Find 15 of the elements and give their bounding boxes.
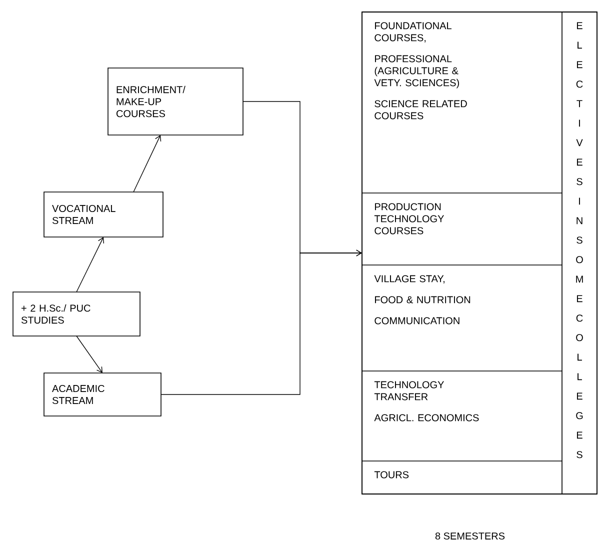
arrow [76, 237, 104, 292]
course-cell: PRODUCTION TECHNOLOGY COURSES [362, 192, 562, 266]
course-cell: TECHNOLOGY TRANSFER AGRICL. ECONOMICS [362, 370, 562, 462]
stream-box: VOCATIONAL STREAM [44, 192, 164, 238]
course-cell: FOUNDATIONAL COURSES, PROFESSIONAL (AGRICULTURE & VETY. SCIENCES) SCIENCE RELATED COURSES [362, 12, 562, 194]
stream-box: ENRICHMENT/ MAKE-UP COURSES [108, 68, 244, 136]
electives-column: ELECTIVES IN SOME COLLEGES [562, 12, 598, 494]
arrow [133, 135, 162, 192]
stream-box: + 2 H.Sc./ PUC STUDIES [12, 292, 140, 336]
course-cell: VILLAGE STAY, FOOD & NUTRITION COMMUNICATION [362, 264, 562, 372]
course-cell: TOURS [362, 460, 562, 494]
caption-label: 8 SEMESTERS [435, 532, 505, 540]
arrow [160, 250, 362, 395]
stream-box: ACADEMIC STREAM [44, 372, 162, 416]
arrow [76, 336, 102, 373]
